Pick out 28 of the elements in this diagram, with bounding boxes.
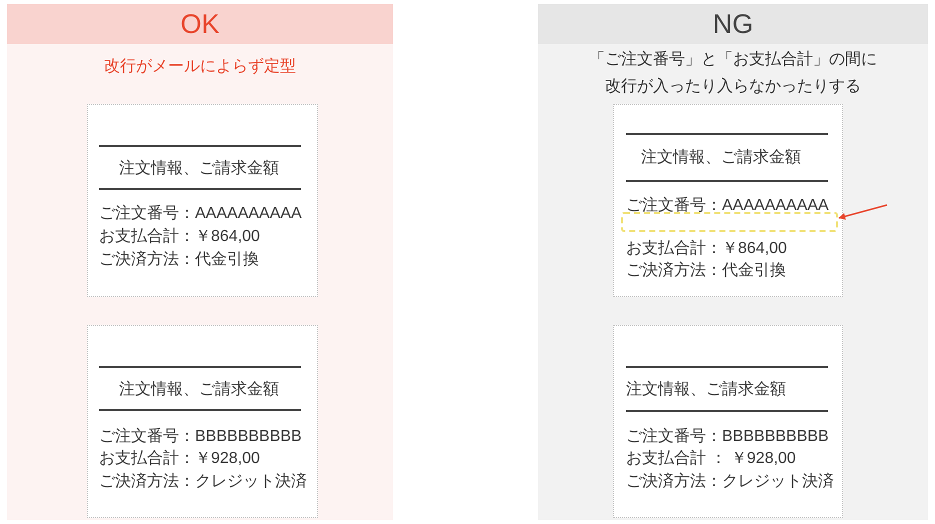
text-line: ご決済方法：クレジット決済 <box>626 472 834 492</box>
panel <box>538 4 928 520</box>
section-heading: 注文情報、ご請求金額 <box>119 159 279 179</box>
panel-heading: NG <box>538 4 928 44</box>
panel-heading: OK <box>7 4 393 44</box>
email-text-card <box>87 104 318 297</box>
panel-subtitle: 改行がメールによらず定型 <box>103 56 297 77</box>
panel-subtitle: 「ご注文番号」と「お支払合計」の間に改行が入ったり入らなかったりする <box>588 50 878 97</box>
text-line: ご決済方法：代金引換 <box>99 250 259 270</box>
text-line: お支払合計：￥864,00 <box>626 239 787 259</box>
email-text-card <box>613 104 843 297</box>
text-line: お支払合計：￥864,00 <box>99 227 260 247</box>
text-line: ご注文番号：AAAAAAAAAA <box>99 204 302 224</box>
panel <box>7 4 393 520</box>
email-text-card <box>87 325 318 518</box>
text-line: お支払合計 ： ￥928,00 <box>626 449 796 469</box>
text-line: お支払合計：￥928,00 <box>99 449 260 469</box>
text-line: ご決済方法：クレジット決済 <box>99 472 307 492</box>
text-line: ご注文番号：BBBBBBBBBB <box>626 427 829 447</box>
text-line: ご注文番号：AAAAAAAAAA <box>626 196 829 216</box>
section-heading: 注文情報、ご請求金額 <box>641 148 801 168</box>
arrow <box>838 204 888 220</box>
text-line: ご注文番号：BBBBBBBBBB <box>99 427 302 447</box>
section-heading: 注文情報、ご請求金額 <box>626 380 786 400</box>
text-line: ご決済方法：代金引換 <box>626 261 786 281</box>
highlight-box <box>621 212 838 232</box>
section-heading: 注文情報、ご請求金額 <box>119 380 279 400</box>
email-text-card <box>613 325 843 518</box>
